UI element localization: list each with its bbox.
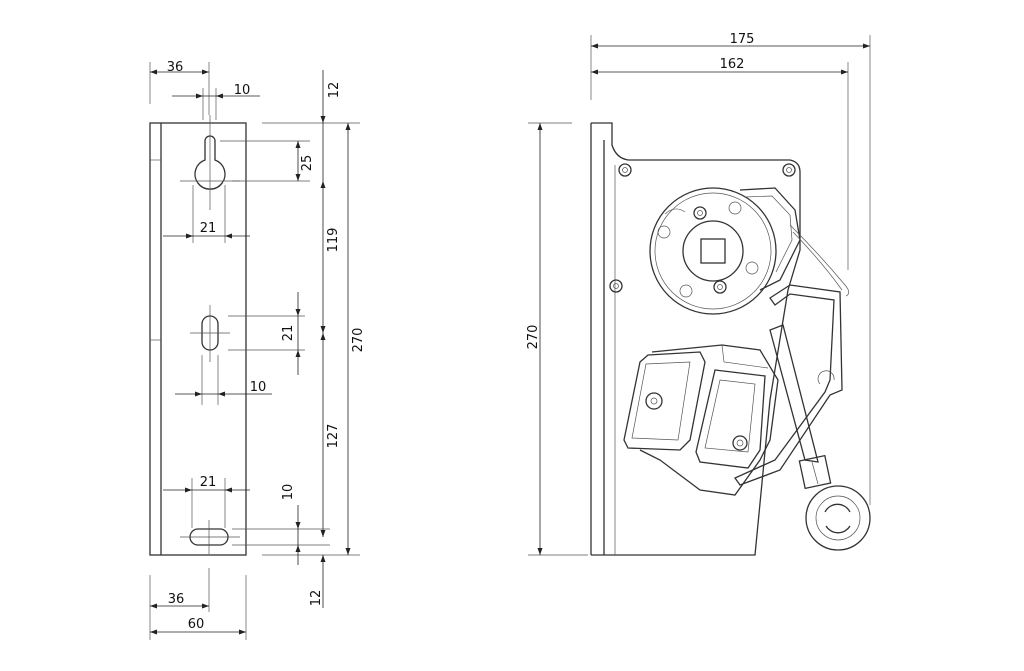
dim-keyhole-height: 25 <box>300 155 315 172</box>
dim-plate-width: 60 <box>188 617 205 632</box>
keyhole-slot <box>194 135 226 190</box>
dim-overall-width: 175 <box>730 32 755 47</box>
dim-bottom-margin: 12 <box>309 590 324 607</box>
dim-total-height: 270 <box>351 328 366 353</box>
dim-inner-width: 162 <box>720 57 745 72</box>
drive-hub <box>649 187 777 315</box>
screw-top-left <box>618 163 632 177</box>
dim-slot-width-top: 10 <box>234 83 251 98</box>
dim-spacing-lower: 127 <box>326 424 341 449</box>
dim-top-offset: 36 <box>167 60 184 75</box>
dim-bottom-offset: 36 <box>168 592 185 607</box>
side-plate <box>591 159 801 556</box>
mounting-plate <box>149 122 247 556</box>
dim-spacing-upper: 119 <box>326 228 341 253</box>
screw-left <box>609 279 623 293</box>
dim-top-margin: 12 <box>327 82 342 99</box>
gear-housing <box>739 187 801 291</box>
dim-keyhole-width: 21 <box>200 221 217 236</box>
spring-arm <box>789 224 850 297</box>
side-view: 175 162 270 <box>526 32 871 556</box>
limit-switch-right <box>695 369 766 469</box>
dim-middle-slot-height: 21 <box>281 325 296 342</box>
dim-side-height: 270 <box>526 325 541 350</box>
connecting-rod <box>769 324 819 463</box>
dim-middle-slot-width: 10 <box>250 380 267 395</box>
limit-switch-left <box>623 351 706 451</box>
bracket <box>734 284 843 486</box>
dim-bottom-slot-width: 21 <box>200 475 217 490</box>
crank-eye <box>805 485 871 551</box>
screw-top-right <box>782 163 796 177</box>
dim-bottom-slot-height: 10 <box>281 484 296 501</box>
front-view: 36 10 12 25 21 119 <box>149 60 366 640</box>
